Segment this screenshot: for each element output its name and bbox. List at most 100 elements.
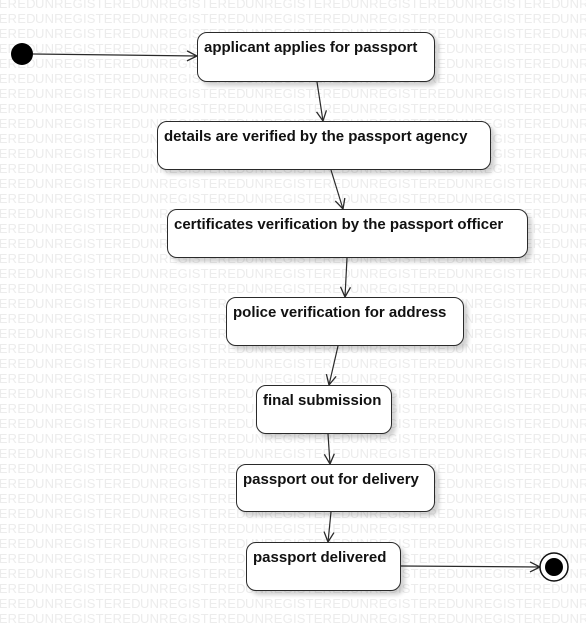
watermark-text: UNREGISTERED (0, 566, 36, 581)
watermark-text: UNREGISTERED (140, 521, 246, 536)
watermark-text: UNREGISTERED (140, 11, 246, 26)
watermark-row: UNREGISTEREDUNREGISTEREDUNREGISTEREDUNRE… (0, 281, 586, 296)
watermark-text: UNREGISTERED (455, 56, 561, 71)
watermark-text: UNREGISTERED (35, 191, 141, 206)
watermark-text: UNREGISTERED (455, 596, 561, 611)
watermark-text: UNREGISTERED (0, 461, 36, 476)
watermark-text: UNREGISTERED (560, 41, 586, 56)
watermark-text: UNREGISTERED (0, 236, 36, 251)
activity-certificates-verification[interactable]: certificates verification by the passpor… (167, 209, 528, 258)
watermark-row: UNREGISTEREDUNREGISTEREDUNREGISTEREDUNRE… (0, 86, 586, 101)
watermark-text: UNREGISTERED (560, 221, 586, 236)
watermark-text: UNREGISTERED (455, 491, 561, 506)
watermark-text: UNREGISTERED (0, 176, 36, 191)
watermark-row: UNREGISTEREDUNREGISTEREDUNREGISTEREDUNRE… (0, 266, 586, 281)
watermark-text: UNREGISTERED (35, 416, 141, 431)
watermark-text: UNREGISTERED (0, 206, 36, 221)
watermark-text: UNREGISTERED (140, 281, 246, 296)
watermark-text: UNREGISTERED (35, 161, 141, 176)
watermark-text: UNREGISTERED (35, 506, 141, 521)
watermark-text: UNREGISTERED (0, 296, 36, 311)
watermark-text: UNREGISTERED (0, 386, 36, 401)
watermark-row: UNREGISTEREDUNREGISTEREDUNREGISTEREDUNRE… (0, 176, 586, 191)
watermark-text: UNREGISTERED (0, 131, 36, 146)
watermark-text: UNREGISTERED (455, 581, 561, 596)
watermark-text: UNREGISTERED (0, 311, 36, 326)
watermark-text: UNREGISTERED (35, 146, 141, 161)
watermark-text: UNREGISTERED (140, 581, 246, 596)
activity-passport-delivered[interactable]: passport delivered (246, 542, 401, 591)
watermark-text: UNREGISTERED (350, 0, 456, 11)
watermark-text: UNREGISTERED (140, 611, 246, 626)
watermark-row: UNREGISTEREDUNREGISTEREDUNREGISTEREDUNRE… (0, 356, 586, 371)
activity-police-verification[interactable]: police verification for address (226, 297, 464, 346)
watermark-row: UNREGISTEREDUNREGISTEREDUNREGISTEREDUNRE… (0, 101, 586, 116)
watermark-text: UNREGISTERED (455, 461, 561, 476)
watermark-text: UNREGISTERED (560, 461, 586, 476)
watermark-text: UNREGISTERED (35, 221, 141, 236)
watermark-text: UNREGISTERED (560, 386, 586, 401)
watermark-text: UNREGISTERED (140, 0, 246, 11)
watermark-text: UNREGISTERED (245, 86, 351, 101)
watermark-text: UNREGISTERED (455, 176, 561, 191)
watermark-text: UNREGISTERED (245, 611, 351, 626)
watermark-text: UNREGISTERED (0, 551, 36, 566)
watermark-text: UNREGISTERED (455, 416, 561, 431)
watermark-text: UNREGISTERED (35, 566, 141, 581)
watermark-text: UNREGISTERED (350, 176, 456, 191)
activity-applicant-applies[interactable]: applicant applies for passport (197, 32, 435, 82)
watermark-text: UNREGISTERED (455, 536, 561, 551)
watermark-text: UNREGISTERED (140, 341, 246, 356)
activity-details-verified[interactable]: details are verified by the passport age… (157, 121, 491, 170)
watermark-text: UNREGISTERED (560, 71, 586, 86)
watermark-text: UNREGISTERED (560, 0, 586, 11)
watermark-text: UNREGISTERED (35, 446, 141, 461)
watermark-text: UNREGISTERED (140, 386, 246, 401)
watermark-text: UNREGISTERED (35, 536, 141, 551)
watermark-text: UNREGISTERED (455, 476, 561, 491)
watermark-text: UNREGISTERED (560, 536, 586, 551)
watermark-text: UNREGISTERED (35, 491, 141, 506)
watermark-row: UNREGISTEREDUNREGISTEREDUNREGISTEREDUNRE… (0, 446, 586, 461)
watermark-text: UNREGISTERED (350, 356, 456, 371)
watermark-text: UNREGISTERED (560, 611, 586, 626)
watermark-row: UNREGISTEREDUNREGISTEREDUNREGISTEREDUNRE… (0, 611, 586, 626)
watermark-text: UNREGISTERED (0, 506, 36, 521)
watermark-text: UNREGISTERED (140, 491, 246, 506)
watermark-text: UNREGISTERED (560, 251, 586, 266)
watermark-row: UNREGISTEREDUNREGISTEREDUNREGISTEREDUNRE… (0, 296, 586, 311)
watermark-text: UNREGISTERED (0, 86, 36, 101)
watermark-text: UNREGISTERED (35, 596, 141, 611)
activity-passport-out-for-delivery[interactable]: passport out for delivery (236, 464, 435, 512)
watermark-text: UNREGISTERED (560, 431, 586, 446)
watermark-text: UNREGISTERED (35, 251, 141, 266)
watermark-text: UNREGISTERED (35, 41, 141, 56)
watermark-text: UNREGISTERED (0, 596, 36, 611)
watermark-row: UNREGISTEREDUNREGISTEREDUNREGISTEREDUNRE… (0, 596, 586, 611)
watermark-text: UNREGISTERED (455, 356, 561, 371)
watermark-text: UNREGISTERED (0, 326, 36, 341)
watermark-text: UNREGISTERED (140, 536, 246, 551)
watermark-text: UNREGISTERED (35, 56, 141, 71)
watermark-text: UNREGISTERED (0, 161, 36, 176)
watermark-text: UNREGISTERED (0, 416, 36, 431)
watermark-text: UNREGISTERED (35, 326, 141, 341)
watermark-text: UNREGISTERED (245, 431, 351, 446)
watermark-text: UNREGISTERED (350, 371, 456, 386)
activity-final-submission[interactable]: final submission (256, 385, 392, 434)
watermark-text: UNREGISTERED (35, 521, 141, 536)
watermark-text: UNREGISTERED (0, 266, 36, 281)
watermark-text: UNREGISTERED (560, 116, 586, 131)
watermark-text: UNREGISTERED (35, 266, 141, 281)
watermark-text: UNREGISTERED (0, 431, 36, 446)
watermark-text: UNREGISTERED (0, 356, 36, 371)
watermark-row: UNREGISTEREDUNREGISTEREDUNREGISTEREDUNRE… (0, 251, 586, 266)
watermark-row: UNREGISTEREDUNREGISTEREDUNREGISTEREDUNRE… (0, 371, 586, 386)
watermark-text: UNREGISTERED (350, 191, 456, 206)
watermark-text: UNREGISTERED (0, 536, 36, 551)
flow-delivery-to-delivered (328, 511, 331, 542)
watermark-text: UNREGISTERED (455, 506, 561, 521)
watermark-text: UNREGISTERED (140, 326, 246, 341)
watermark-text: UNREGISTERED (0, 71, 36, 86)
